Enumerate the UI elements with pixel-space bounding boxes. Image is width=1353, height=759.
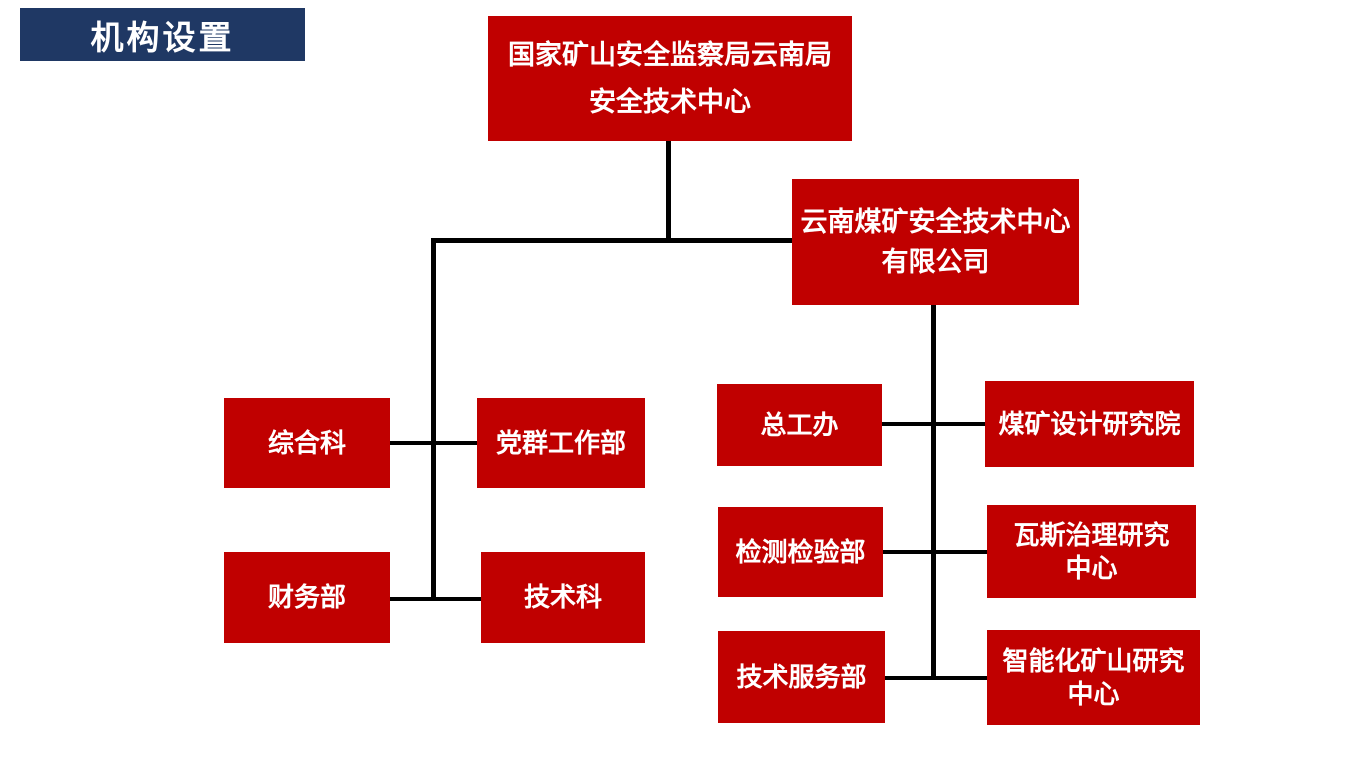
- connector-main-horizontal: [431, 238, 792, 243]
- org-node-company: 云南煤矿安全技术中心 有限公司: [792, 179, 1079, 305]
- connector-right-row1: [882, 422, 985, 426]
- org-node-party-mass-dept: 党群工作部: [477, 398, 645, 488]
- org-node-label-line1: 智能化矿山研究: [1002, 646, 1185, 676]
- org-node-label: 技术科: [523, 583, 602, 612]
- org-node-root-line2: 安全技术中心: [589, 86, 751, 117]
- connector-left-trunk: [431, 238, 436, 601]
- org-node-gas-control-research-center: 瓦斯治理研究 中心: [987, 505, 1196, 598]
- page-title-badge: 机构设置: [20, 8, 305, 61]
- org-node-label: 检测检验部: [735, 537, 866, 567]
- org-node-label: 煤矿设计研究院: [998, 409, 1181, 439]
- org-node-label: 技术服务部: [736, 662, 867, 692]
- org-node-general-section: 综合科: [224, 398, 390, 488]
- org-node-chief-engineer-office: 总工办: [717, 384, 882, 466]
- org-node-label: 党群工作部: [495, 428, 626, 458]
- org-node-root: 国家矿山安全监察局云南局 安全技术中心: [488, 16, 852, 141]
- org-node-technical-service-dept: 技术服务部: [718, 631, 885, 723]
- org-node-label-line2: 中心: [1067, 679, 1120, 709]
- org-node-testing-inspection-dept: 检测检验部: [718, 507, 883, 597]
- connector-left-row2: [390, 597, 481, 601]
- connector-right-row2: [883, 550, 987, 554]
- org-node-company-line2: 有限公司: [881, 247, 990, 277]
- connector-right-trunk: [931, 305, 936, 680]
- connector-root-drop: [666, 141, 671, 243]
- org-node-intelligent-mine-research-center: 智能化矿山研究 中心: [987, 630, 1200, 725]
- connector-left-row1: [390, 441, 477, 445]
- org-node-finance-dept: 财务部: [224, 552, 390, 643]
- connector-right-row3: [885, 676, 987, 680]
- org-node-label: 财务部: [267, 583, 346, 612]
- org-node-label: 综合科: [267, 428, 346, 458]
- org-node-company-line1: 云南煤矿安全技术中心: [800, 207, 1071, 237]
- page-title: 机构设置: [90, 18, 235, 56]
- org-node-coal-mine-design-institute: 煤矿设计研究院: [985, 381, 1194, 467]
- org-node-label-line1: 瓦斯治理研究: [1013, 520, 1170, 550]
- org-node-label-line2: 中心: [1065, 553, 1118, 583]
- org-node-technology-section: 技术科: [481, 552, 645, 643]
- org-node-label: 总工办: [760, 410, 839, 440]
- org-node-root-line1: 国家矿山安全监察局云南局: [508, 39, 832, 70]
